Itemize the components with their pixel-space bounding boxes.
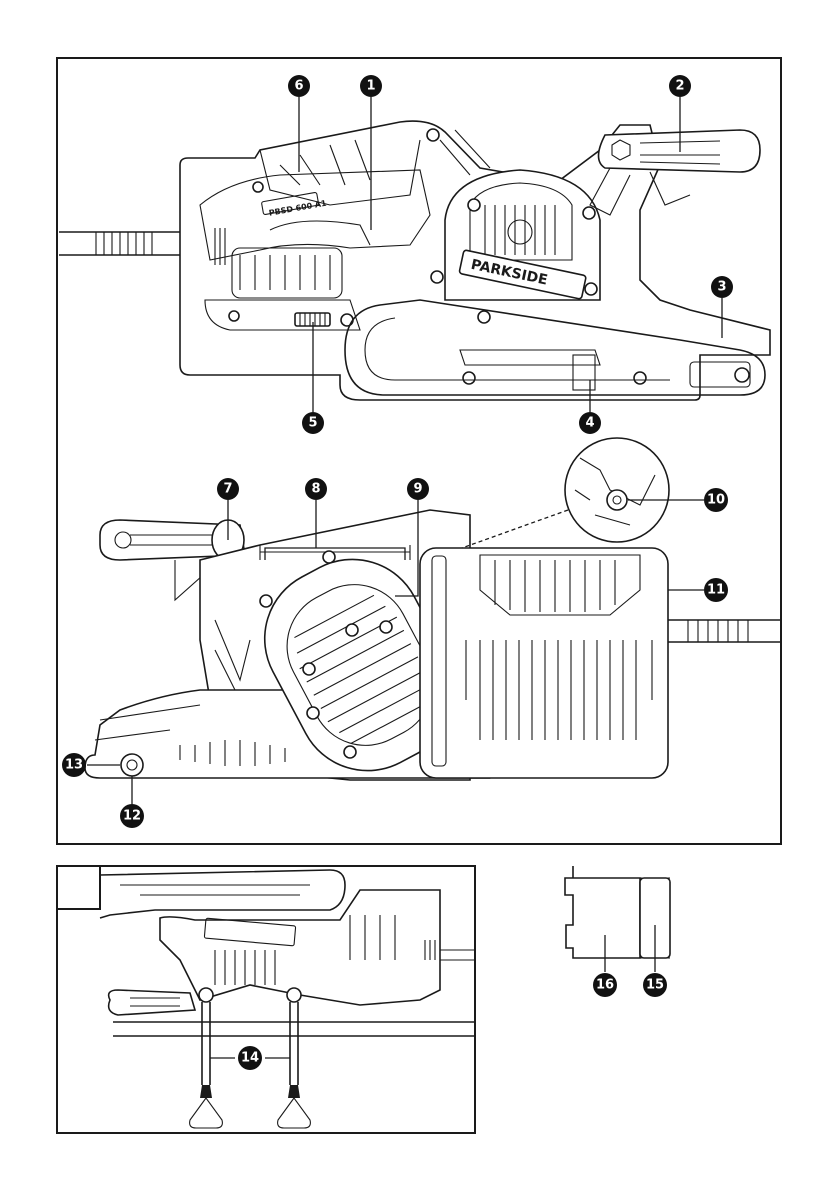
svg-text:9: 9	[413, 482, 422, 497]
callout-14: 14	[238, 1046, 262, 1070]
svg-text:12: 12	[123, 809, 141, 824]
callout-6: 6	[288, 75, 310, 97]
svg-text:5: 5	[308, 416, 317, 431]
svg-text:6: 6	[294, 79, 303, 94]
svg-text:10: 10	[707, 493, 725, 508]
svg-text:4: 4	[585, 416, 594, 431]
svg-text:13: 13	[65, 758, 83, 773]
svg-text:7: 7	[223, 482, 232, 497]
belt-sander-side-view: PBSD 600 A1 PARKSIDE	[59, 121, 770, 400]
callout-5: 5	[302, 412, 324, 434]
svg-text:3: 3	[717, 280, 726, 295]
callout-3: 3	[711, 276, 733, 298]
belt-sander-rear-view	[85, 510, 781, 795]
callout-1: 1	[360, 75, 382, 97]
callout-9: 9	[407, 478, 429, 500]
callout-13: 13	[62, 753, 86, 777]
callout-12: 12	[120, 804, 144, 828]
callout-8: 8	[305, 478, 327, 500]
svg-text:2: 2	[675, 79, 684, 94]
sanding-frame-attachment	[100, 870, 475, 1128]
callout-2: 2	[669, 75, 691, 97]
svg-text:15: 15	[646, 978, 664, 993]
svg-text:8: 8	[311, 482, 320, 497]
callout-15: 15	[643, 973, 667, 997]
callout-16: 16	[593, 973, 617, 997]
callout-7: 7	[217, 478, 239, 500]
callout-10: 10	[704, 488, 728, 512]
svg-text:16: 16	[596, 978, 614, 993]
callout-4: 4	[579, 412, 601, 434]
dust-adapter-parts	[565, 866, 670, 972]
svg-text:11: 11	[707, 583, 725, 598]
svg-text:1: 1	[366, 79, 375, 94]
zoom-detail-circle	[462, 438, 669, 548]
figure-number-box	[57, 866, 100, 909]
svg-text:14: 14	[241, 1051, 259, 1066]
callout-11: 11	[704, 578, 728, 602]
